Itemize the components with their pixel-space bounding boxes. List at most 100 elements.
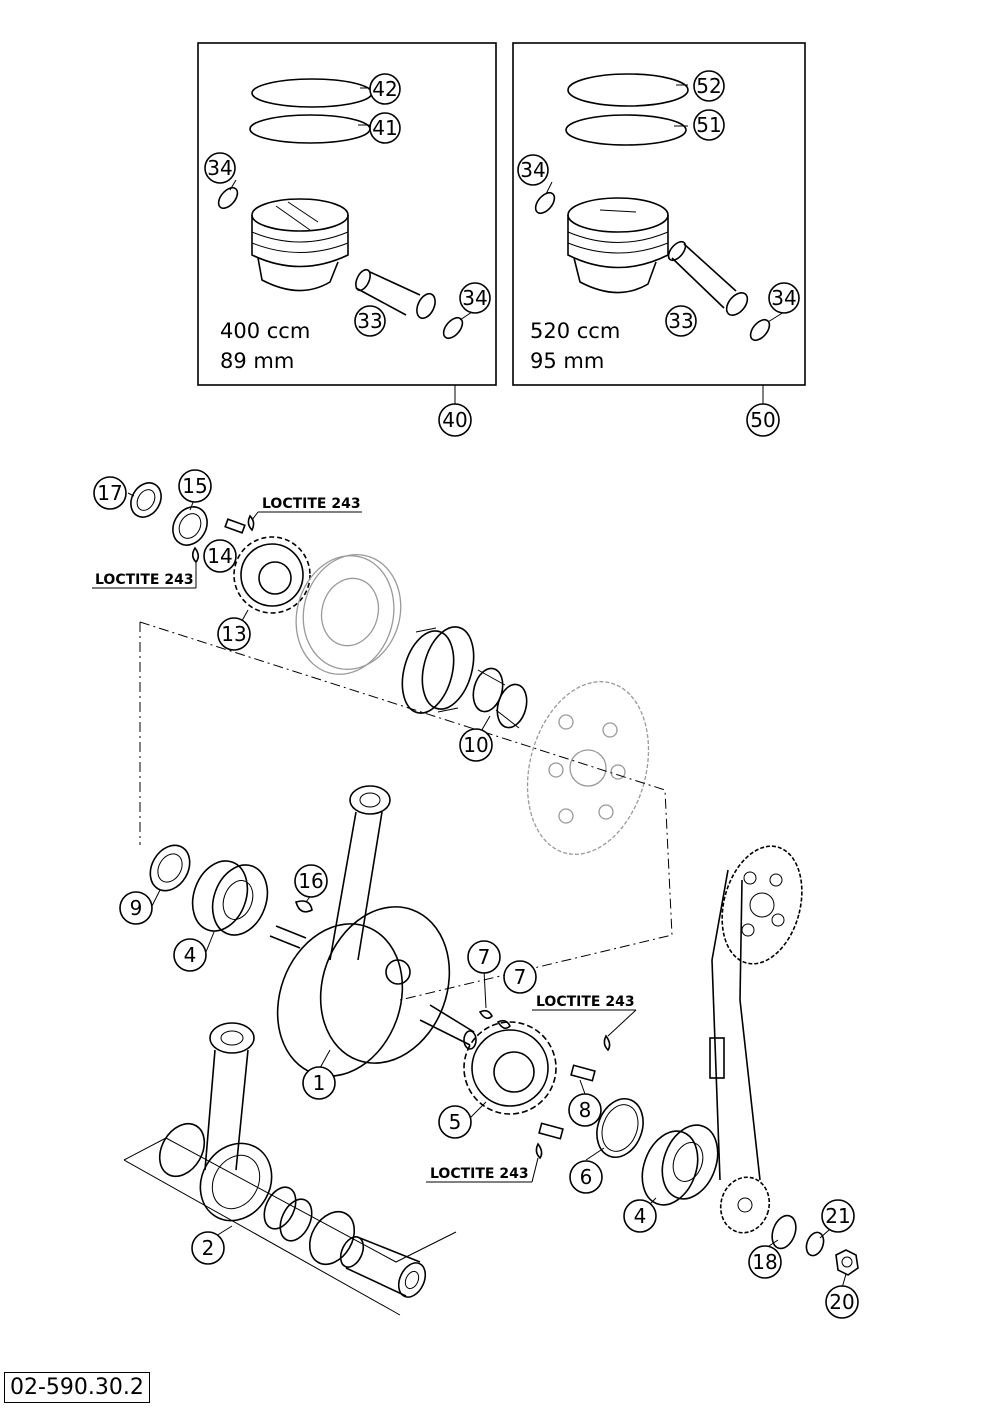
piston-ring-bottom bbox=[565, 114, 687, 146]
callout-9: 9 bbox=[119, 891, 153, 925]
drawing-code-label: 02-590.30.2 bbox=[4, 1372, 150, 1403]
callout-50: 50 bbox=[746, 403, 780, 437]
crank-main-bearing-left bbox=[191, 860, 269, 936]
kit-bore-95: 95 mm bbox=[530, 349, 604, 373]
callout-8: 8 bbox=[568, 1093, 602, 1127]
gear-screw-upper bbox=[570, 1064, 596, 1082]
svg-text:52: 52 bbox=[696, 74, 721, 98]
callout-34: 34 bbox=[459, 282, 491, 314]
connecting-rod bbox=[199, 1022, 273, 1222]
callout-13: 13 bbox=[217, 617, 251, 651]
callout-7: 7 bbox=[467, 940, 501, 974]
svg-text:9: 9 bbox=[130, 896, 143, 920]
svg-text:2: 2 bbox=[202, 1236, 215, 1260]
svg-text:34: 34 bbox=[771, 286, 796, 310]
callout-15: 15 bbox=[178, 469, 212, 503]
callout-10: 10 bbox=[459, 728, 493, 762]
svg-text:17: 17 bbox=[97, 481, 122, 505]
piston-ring-top bbox=[251, 78, 373, 108]
callout-34: 34 bbox=[204, 152, 236, 184]
loctite-note: LOCTITE 243 bbox=[95, 572, 194, 588]
svg-text:50: 50 bbox=[750, 408, 775, 432]
svg-text:33: 33 bbox=[668, 309, 693, 333]
callout-14: 14 bbox=[203, 539, 237, 573]
gear-screw-lower bbox=[538, 1122, 564, 1140]
balancer-seal bbox=[130, 482, 162, 518]
svg-text:41: 41 bbox=[372, 116, 397, 140]
svg-text:16: 16 bbox=[298, 869, 323, 893]
crank-pin bbox=[339, 1236, 427, 1298]
piston-ring-bottom bbox=[249, 114, 371, 144]
needle-bearing bbox=[472, 667, 528, 729]
svg-text:8: 8 bbox=[579, 1098, 592, 1122]
callout-6: 6 bbox=[569, 1160, 603, 1194]
camshaft-sprocket bbox=[721, 845, 803, 965]
svg-text:34: 34 bbox=[520, 158, 545, 182]
svg-text:14: 14 bbox=[207, 544, 232, 568]
crank-gear bbox=[463, 1021, 557, 1115]
svg-text:13: 13 bbox=[221, 622, 246, 646]
loctite-drop bbox=[191, 546, 200, 564]
svg-text:34: 34 bbox=[462, 286, 487, 310]
svg-text:4: 4 bbox=[184, 943, 197, 967]
svg-text:7: 7 bbox=[514, 965, 527, 989]
callout-16: 16 bbox=[294, 864, 328, 898]
chain-link-marker bbox=[709, 1037, 725, 1079]
balancer-weight-ghost bbox=[295, 553, 402, 675]
loctite-note: LOCTITE 243 bbox=[430, 1166, 529, 1182]
thrust-washer bbox=[158, 1122, 206, 1178]
crankshaft bbox=[269, 906, 477, 1077]
callout-33: 33 bbox=[665, 305, 697, 337]
callout-7: 7 bbox=[503, 960, 537, 994]
svg-text:7: 7 bbox=[478, 945, 491, 969]
crank-main-bearing-right bbox=[641, 1124, 719, 1206]
callout-2: 2 bbox=[191, 1231, 225, 1265]
callout-51: 51 bbox=[693, 109, 725, 141]
svg-text:33: 33 bbox=[357, 309, 382, 333]
callout-33: 33 bbox=[354, 305, 386, 337]
piston bbox=[251, 198, 349, 292]
circlip bbox=[771, 1214, 797, 1250]
callout-40: 40 bbox=[438, 403, 472, 437]
piston-ring-top bbox=[567, 73, 689, 107]
callout-5: 5 bbox=[438, 1105, 472, 1139]
crank-sprocket bbox=[719, 1176, 771, 1234]
piston bbox=[567, 197, 669, 294]
svg-text:42: 42 bbox=[372, 77, 397, 101]
timing-chain bbox=[709, 869, 761, 1181]
svg-text:1: 1 bbox=[313, 1071, 326, 1095]
rod-needle-bearing bbox=[263, 1186, 313, 1242]
assembly-line bbox=[139, 621, 673, 1001]
svg-text:51: 51 bbox=[696, 113, 721, 137]
callout-1: 1 bbox=[302, 1066, 336, 1100]
svg-text:15: 15 bbox=[182, 474, 207, 498]
svg-text:21: 21 bbox=[825, 1204, 850, 1228]
callout-21: 21 bbox=[821, 1199, 855, 1233]
washer bbox=[805, 1231, 825, 1257]
piston-pin-clip bbox=[534, 191, 556, 215]
callout-52: 52 bbox=[693, 70, 725, 102]
callout-4: 4 bbox=[173, 938, 207, 972]
piston-kit-box-520: 520 ccm 95 mm bbox=[512, 42, 806, 404]
woodruff-key bbox=[478, 1009, 493, 1020]
gear-screw bbox=[224, 514, 255, 534]
woodruff-key bbox=[295, 900, 313, 913]
kit-bore-89: 89 mm bbox=[220, 349, 294, 373]
balancer-bearing bbox=[172, 506, 208, 546]
crank-seal bbox=[149, 844, 191, 892]
svg-text:40: 40 bbox=[442, 408, 467, 432]
crank-nut bbox=[835, 1249, 859, 1276]
svg-text:18: 18 bbox=[752, 1250, 777, 1274]
callout-34: 34 bbox=[517, 154, 549, 186]
callout-4: 4 bbox=[623, 1199, 657, 1233]
kit-displacement-520: 520 ccm bbox=[530, 319, 620, 343]
callout-41: 41 bbox=[369, 112, 401, 144]
loctite-drop bbox=[535, 1142, 543, 1160]
callout-17: 17 bbox=[93, 476, 127, 510]
starter-gear-ghost bbox=[526, 681, 650, 855]
leader-lines bbox=[127, 88, 847, 1289]
piston-kit-box-400: 400 ccm 89 mm bbox=[197, 42, 497, 404]
loctite-note: LOCTITE 243 bbox=[262, 496, 361, 512]
balancer-drive-gear bbox=[233, 536, 311, 614]
